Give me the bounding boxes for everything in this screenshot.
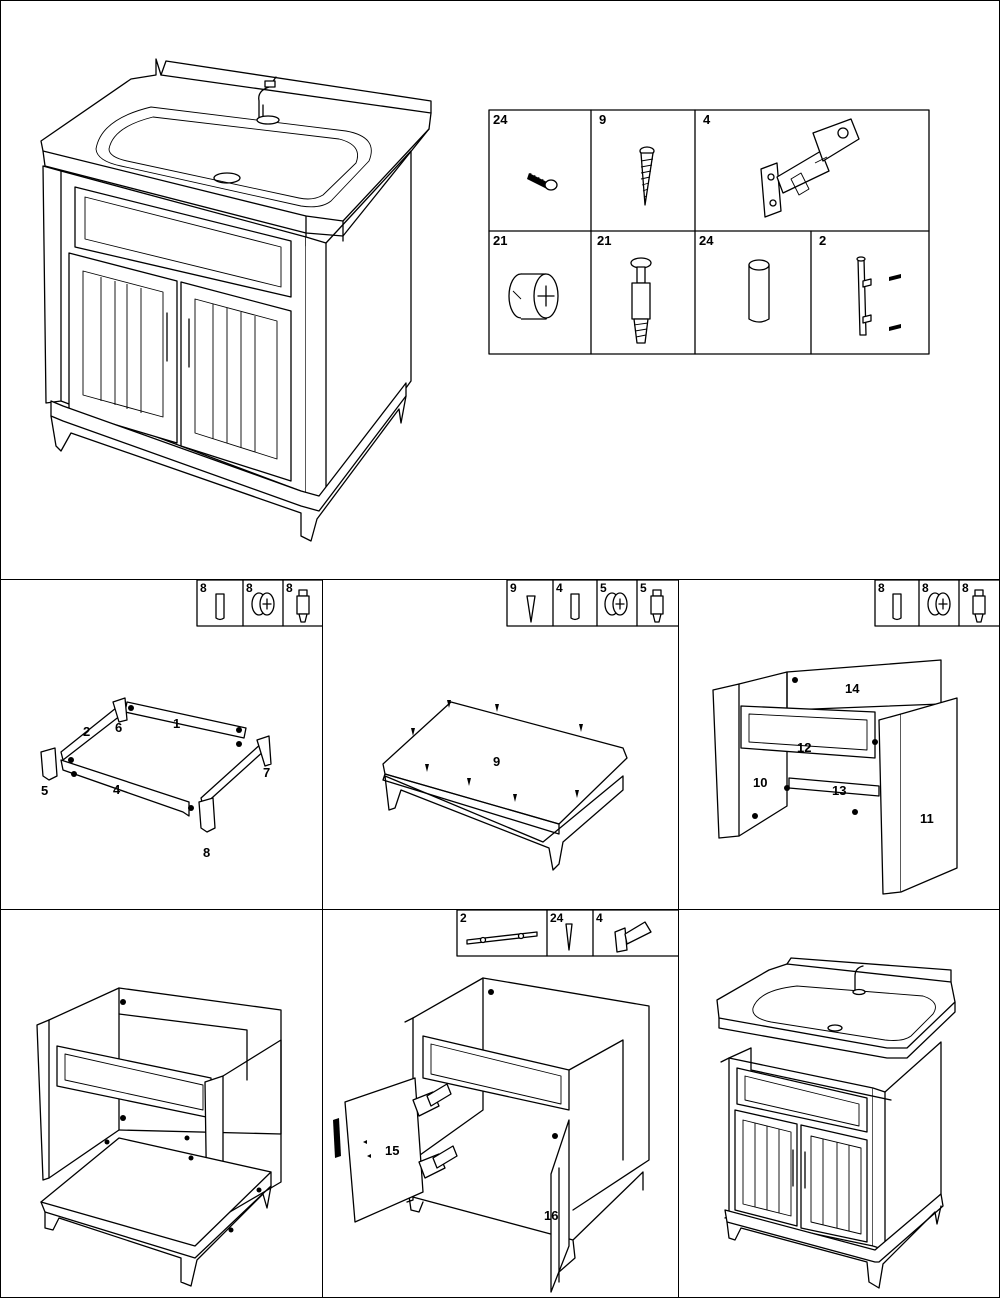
qty-cam-lock: 21 <box>493 233 507 248</box>
wood-screw-icon <box>639 146 655 206</box>
handle-icon <box>856 256 901 336</box>
step-3-drawing: 8 8 8 14 12 10 13 11 <box>712 580 999 895</box>
step-1-label-6: 6 <box>115 720 122 735</box>
step-5-qty-1: 2 <box>460 911 467 925</box>
overview-panel: 24 9 4 21 21 24 2 <box>0 0 1000 580</box>
parts-table: 24 9 4 21 21 24 2 <box>488 109 930 355</box>
step-2-qty-1: 9 <box>510 581 517 595</box>
step-2-qty-2: 4 <box>556 581 563 595</box>
step-3-label-10: 10 <box>753 775 767 790</box>
cam-dowel-icon <box>630 257 652 344</box>
step-5-handle-icon <box>466 931 538 945</box>
step-5-panel: 2 24 4 15 16 <box>322 909 679 1298</box>
step-2-cam-dowel-icon <box>650 589 664 623</box>
step-2-cam-lock-icon <box>604 592 628 616</box>
step-1-label-2: 2 <box>83 724 90 739</box>
step-3-cam-dowel-icon <box>972 589 986 623</box>
step-1-label-1: 1 <box>173 716 180 731</box>
step-3-qty-3: 8 <box>962 581 969 595</box>
step-1-label-8: 8 <box>203 845 210 860</box>
step-1-qty-2: 8 <box>246 581 253 595</box>
step-6-drawing <box>716 957 956 1289</box>
step-5-hinge-icon <box>614 921 652 953</box>
step-1-label-7: 7 <box>263 765 270 780</box>
cam-lock-icon <box>508 273 559 320</box>
step-3-wood-dowel-icon <box>892 593 902 621</box>
step-3-qty-1: 8 <box>878 581 885 595</box>
step-2-label-9: 9 <box>493 754 500 769</box>
step-3-cam-lock-icon <box>927 592 951 616</box>
finished-vanity-drawing <box>40 58 432 542</box>
step-1-drawing: 8 8 8 1 2 6 7 5 4 8 <box>40 580 322 860</box>
step-5-qty-3: 4 <box>596 911 603 925</box>
step-2-wood-screw-icon <box>526 595 536 623</box>
step-5-label-15: 15 <box>385 1143 399 1158</box>
step-4-drawing <box>36 987 282 1287</box>
qty-cam-dowel: 21 <box>597 233 611 248</box>
step-3-label-13: 13 <box>832 783 846 798</box>
step-3-label-14: 14 <box>845 681 860 696</box>
step-2-screws <box>411 700 583 802</box>
qty-wood-screw: 9 <box>599 112 606 127</box>
step-5-label-16: 16 <box>544 1208 558 1223</box>
step-5-cam-bolt-icon <box>565 923 573 951</box>
qty-handle: 2 <box>819 233 826 248</box>
step-2-wood-dowel-icon <box>570 593 580 621</box>
step-1-cam-lock-icon <box>251 592 275 616</box>
step-5-qty-2: 24 <box>550 911 564 925</box>
step-6-panel <box>678 909 1000 1298</box>
step-2-drawing: 9 4 5 5 9 <box>382 580 678 871</box>
step-3-panel: 8 8 8 14 12 10 13 11 <box>678 579 1000 910</box>
hinge-icon <box>760 118 860 218</box>
step-5-drawing: 2 24 4 15 16 <box>333 910 678 1293</box>
step-3-label-11: 11 <box>920 811 934 826</box>
qty-cam-bolt: 24 <box>493 112 508 127</box>
step-1-qty-1: 8 <box>200 581 207 595</box>
step-2-panel: 9 4 5 5 9 <box>322 579 679 910</box>
step-1-label-4: 4 <box>113 782 121 797</box>
step-2-qty-4: 5 <box>640 581 647 595</box>
step-1-label-5: 5 <box>41 783 48 798</box>
step-1-qty-3: 8 <box>286 581 293 595</box>
qty-wood-dowel: 24 <box>699 233 714 248</box>
step-1-wood-dowel-icon <box>215 593 225 621</box>
step-3-qty-2: 8 <box>922 581 929 595</box>
cam-bolt-icon <box>527 172 558 191</box>
wood-dowel-icon <box>748 259 770 323</box>
step-4-panel <box>0 909 323 1298</box>
qty-hinge: 4 <box>703 112 711 127</box>
step-1-panel: 8 8 8 1 2 6 7 5 4 8 <box>0 579 323 910</box>
step-1-cam-dowel-icon <box>296 589 310 623</box>
step-3-label-12: 12 <box>797 740 811 755</box>
step-2-qty-3: 5 <box>600 581 607 595</box>
